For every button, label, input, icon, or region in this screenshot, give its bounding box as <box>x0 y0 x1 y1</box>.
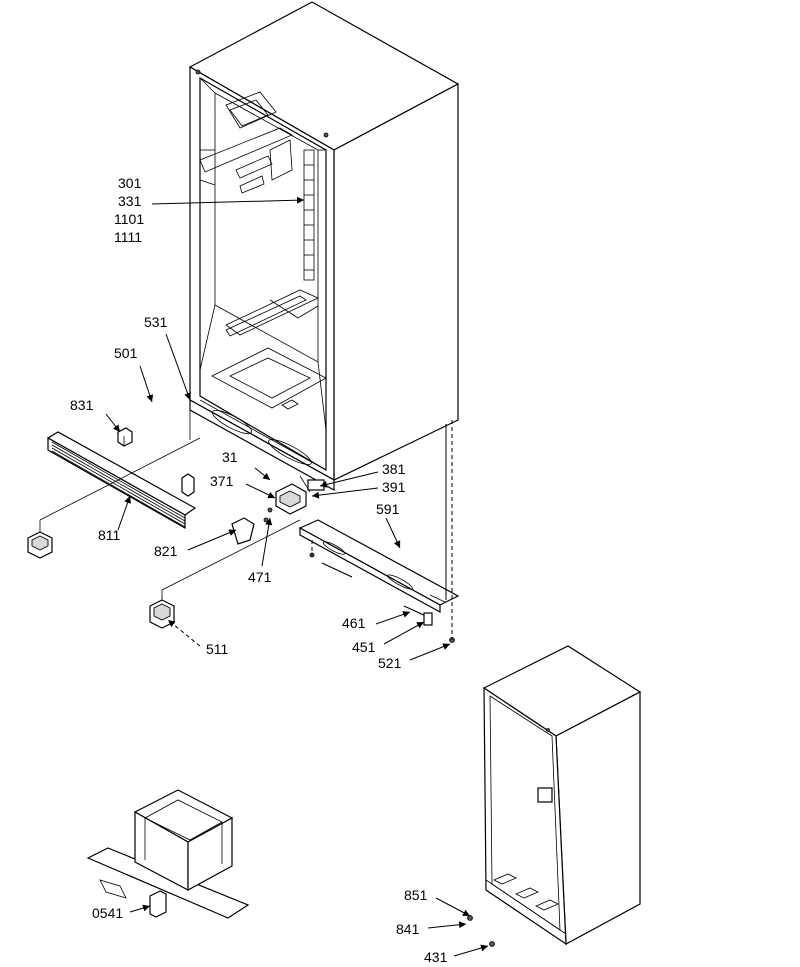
callout-811: 811 <box>98 527 121 543</box>
callout-labels: 301 331 1101 1111 531 501 831 811 31 371… <box>70 175 448 965</box>
callout-391: 391 <box>382 479 406 495</box>
kick-plate <box>46 431 197 530</box>
callout-381: 381 <box>382 461 406 477</box>
callout-831: 831 <box>70 397 94 413</box>
callout-371: 371 <box>210 473 234 489</box>
rear-brace-591 <box>298 519 460 614</box>
bracket-assembly <box>263 475 325 523</box>
callout-1101: 1101 <box>114 211 144 227</box>
leveler-left <box>27 520 53 559</box>
callout-1111: 1111 <box>114 229 142 245</box>
callout-531: 531 <box>144 314 168 330</box>
callout-301: 301 <box>118 175 142 191</box>
callout-821: 821 <box>154 543 178 559</box>
rear-cabinet <box>467 645 642 947</box>
callout-31: 31 <box>222 449 238 465</box>
callout-511: 511 <box>206 641 229 657</box>
callout-471: 471 <box>248 569 272 585</box>
callout-521: 521 <box>378 655 402 671</box>
callout-431: 431 <box>424 949 448 965</box>
callout-331: 331 <box>118 193 142 209</box>
callout-591: 591 <box>376 501 400 517</box>
leader-lines <box>39 196 489 957</box>
callout-501: 501 <box>114 345 138 361</box>
pin-parts <box>309 552 455 643</box>
callout-841: 841 <box>396 921 420 937</box>
callout-0541: 0541 <box>92 905 123 921</box>
callout-851: 851 <box>404 887 428 903</box>
callout-461: 461 <box>342 615 366 631</box>
main-cabinet <box>188 1 460 492</box>
bracket-821 <box>231 517 255 545</box>
clip-right-811 <box>181 473 195 497</box>
callout-451: 451 <box>352 639 376 655</box>
clip-831 <box>117 427 133 447</box>
base-assembly-0541 <box>86 789 250 919</box>
